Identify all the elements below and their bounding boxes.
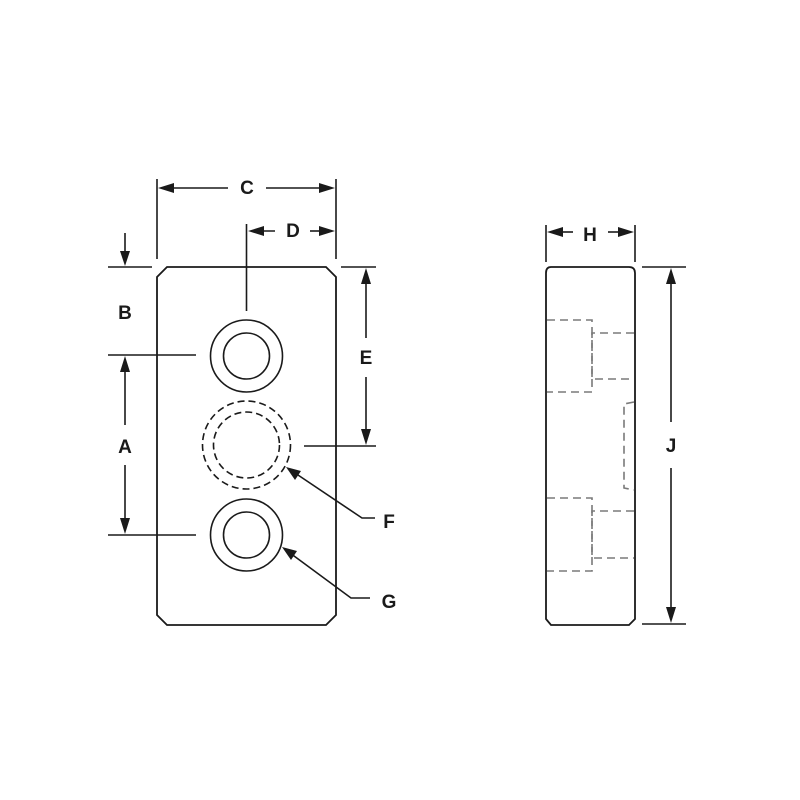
hidden-upper-bore xyxy=(591,332,634,380)
arrow-icon xyxy=(666,607,676,623)
bottom-hole-outer xyxy=(209,498,284,572)
side-body-outline xyxy=(545,266,636,626)
arrow-icon xyxy=(361,268,371,284)
arrow-icon xyxy=(248,226,264,236)
arrow-icon xyxy=(282,547,297,560)
label-b: B xyxy=(118,303,132,324)
label-d: D xyxy=(286,221,300,242)
label-h: H xyxy=(583,225,597,246)
dimension-c: C xyxy=(156,178,337,259)
hidden-hole-inner xyxy=(212,411,281,479)
bottom-hole-inner xyxy=(222,511,271,559)
label-c: C xyxy=(240,178,254,199)
dimension-h: H xyxy=(545,225,636,262)
hidden-middle-hole xyxy=(623,401,635,491)
dimension-b: B xyxy=(108,233,152,324)
arrow-icon xyxy=(319,183,335,193)
front-view xyxy=(156,224,337,626)
callout-g: G xyxy=(282,547,396,613)
top-hole-inner xyxy=(222,332,271,380)
side-view xyxy=(545,266,636,626)
arrow-icon xyxy=(120,518,130,534)
arrow-icon xyxy=(666,268,676,284)
f-leader-line xyxy=(294,472,375,519)
label-f: F xyxy=(383,512,395,533)
arrow-icon xyxy=(361,429,371,445)
arrow-icon xyxy=(286,467,301,480)
callout-f: F xyxy=(286,467,395,533)
arrow-icon xyxy=(120,356,130,372)
arrow-icon xyxy=(547,227,563,237)
hidden-lower-bore xyxy=(591,510,634,559)
label-e: E xyxy=(360,348,373,369)
dimension-e: E xyxy=(304,266,376,447)
arrow-icon xyxy=(618,227,634,237)
top-hole-outer xyxy=(209,319,284,393)
arrow-icon xyxy=(158,183,174,193)
g-leader-line xyxy=(289,552,370,599)
arrow-icon xyxy=(120,251,130,266)
dimension-d: D xyxy=(248,221,335,242)
label-a: A xyxy=(118,437,132,458)
front-body-outline xyxy=(156,266,337,626)
dimension-j: J xyxy=(642,266,686,625)
label-g: G xyxy=(382,592,397,613)
arrow-icon xyxy=(319,226,335,236)
dimension-a: A xyxy=(108,354,196,536)
label-j: J xyxy=(666,436,677,457)
hidden-hole-outer xyxy=(201,400,292,490)
